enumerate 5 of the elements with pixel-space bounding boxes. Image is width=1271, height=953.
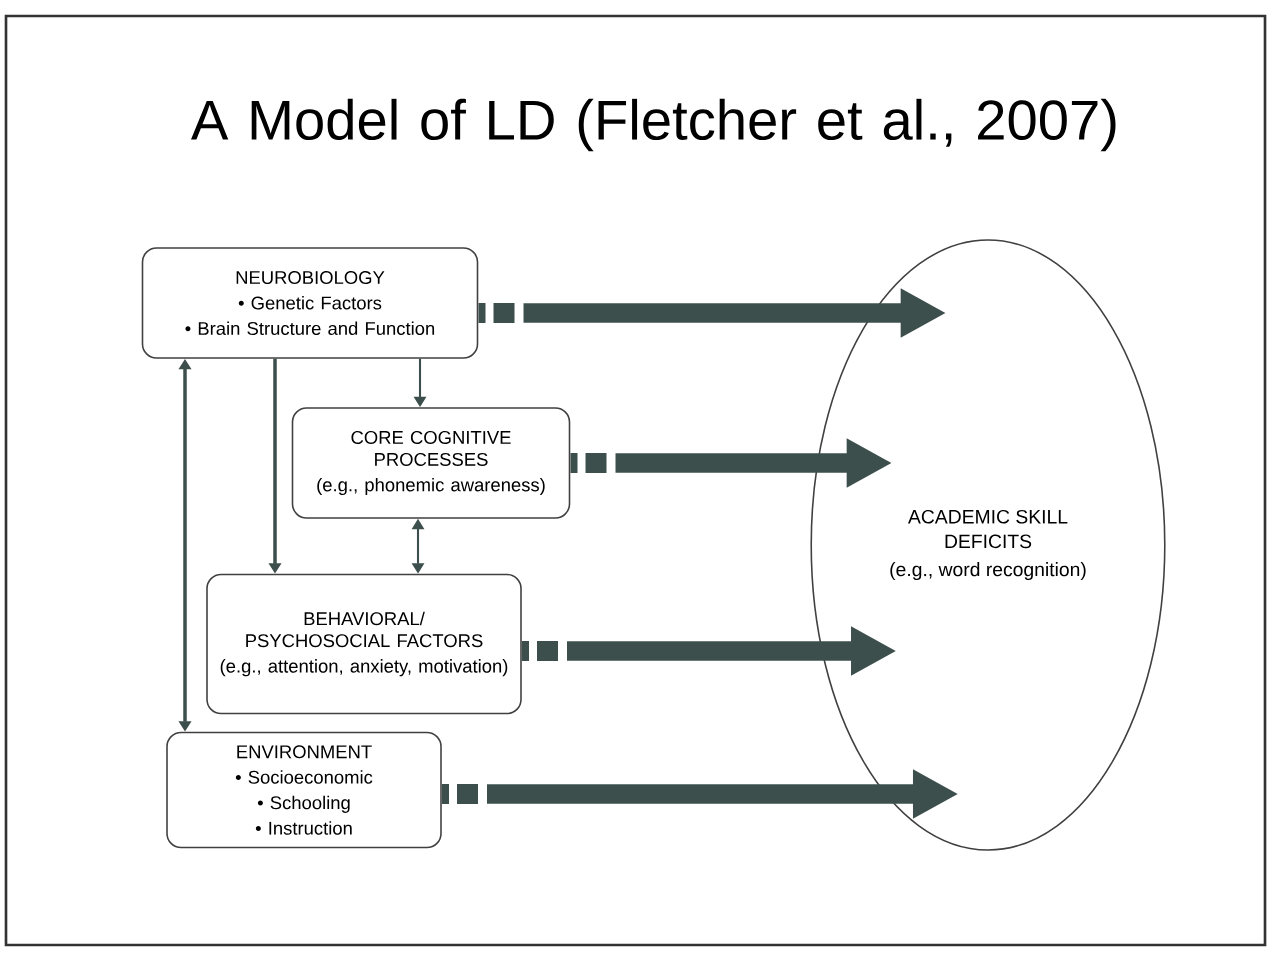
process-box: CORE COGNITIVE PROCESSES (e.g., phonemic awareness) [291,407,571,519]
process-box: BEHAVIORAL/ PSYCHOSOCIAL FACTORS (e.g., attention, anxiety, motivation) [206,573,522,715]
process-box: NEUROBIOLOGY • Genetic Factors • Brain Structure and Function [141,247,479,359]
process-box: ENVIRONMENT • Socioeconomic • Schooling • Instruction [166,731,442,849]
title: A Model of LD (Fletcher et al., 2007) [191,98,1116,152]
